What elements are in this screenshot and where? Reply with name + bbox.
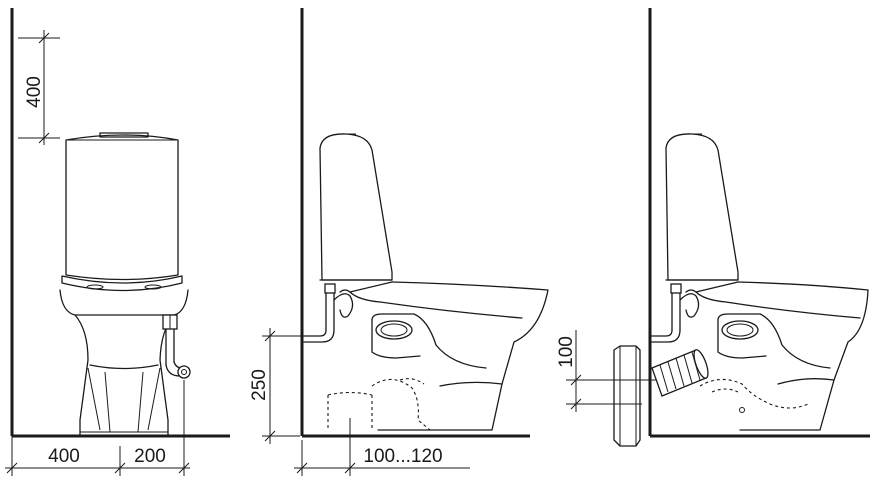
side-cistern xyxy=(319,133,393,281)
wall-outlet-connector xyxy=(651,349,709,397)
side-view-wall-outlet: 100 xyxy=(556,8,870,447)
dim-bottom-400: 400 xyxy=(48,446,80,467)
front-view: 400 400 200 xyxy=(5,8,230,476)
dim-height-100: 100 xyxy=(556,336,577,368)
dim-height-250: 250 xyxy=(249,369,270,401)
dim-bottom-200: 200 xyxy=(134,446,166,467)
side-dim-bottom: 100...120 xyxy=(294,418,470,476)
side-dim-height: 250 xyxy=(249,328,306,444)
side-outlet-hidden xyxy=(327,378,431,431)
front-dim-top: 400 xyxy=(18,30,60,145)
wall-outlet-pipe xyxy=(613,345,641,447)
wall-outlet-dim-height: 100 xyxy=(556,330,656,412)
dim-top-400: 400 xyxy=(24,76,45,108)
wall-outlet-trap-hidden xyxy=(699,378,809,409)
wall-outlet-valve xyxy=(651,283,700,343)
front-valve xyxy=(162,314,191,379)
front-cistern xyxy=(61,132,183,292)
front-bowl xyxy=(59,289,189,437)
side-valve xyxy=(303,283,354,343)
side-bowl xyxy=(339,281,549,431)
front-dim-bottom: 400 200 xyxy=(5,380,190,476)
wall-outlet-cistern xyxy=(665,133,739,281)
side-view-floor-outlet: 250 100...120 xyxy=(249,8,549,476)
wall-outlet-bowl xyxy=(685,281,869,431)
dim-bottom-100-120: 100...120 xyxy=(363,446,442,467)
